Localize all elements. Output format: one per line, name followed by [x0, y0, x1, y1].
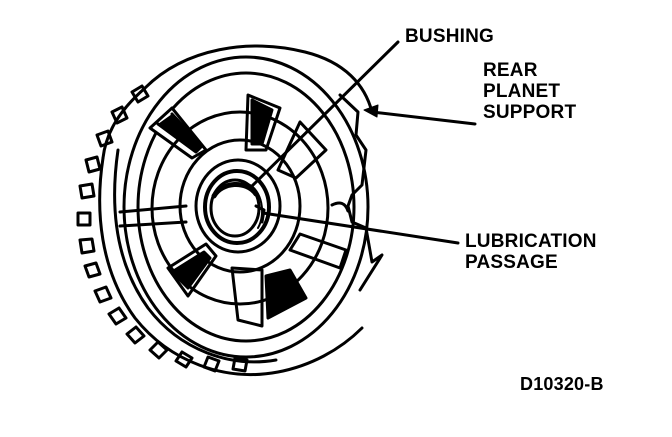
- rim-face: [122, 55, 370, 359]
- spokes: [118, 93, 348, 328]
- rear-planet-support-line-2: PLANET: [483, 81, 561, 102]
- lubrication-passage-line-2: PASSAGE: [465, 252, 558, 273]
- bushing-leader: [248, 40, 400, 190]
- lubrication-passage-line-1: LUBRICATION: [465, 231, 597, 252]
- lubrication-passage-label: LUBRICATION PASSAGE: [465, 231, 597, 273]
- bushing-label: BUSHING: [405, 26, 495, 47]
- rear-planet-support-label: REAR PLANET SUPPORT: [483, 60, 576, 123]
- rear-planet-support-line-1: REAR: [483, 60, 538, 81]
- bushing-ring: [203, 169, 271, 245]
- hub-outer: [150, 110, 330, 306]
- lubrication-passage-leader: [261, 211, 460, 245]
- figure-id: D10320-B: [520, 374, 604, 394]
- rear-planet-support-line-3: SUPPORT: [483, 102, 577, 123]
- outer-drum: [143, 44, 374, 114]
- rear-planet-support-leader: [370, 110, 477, 126]
